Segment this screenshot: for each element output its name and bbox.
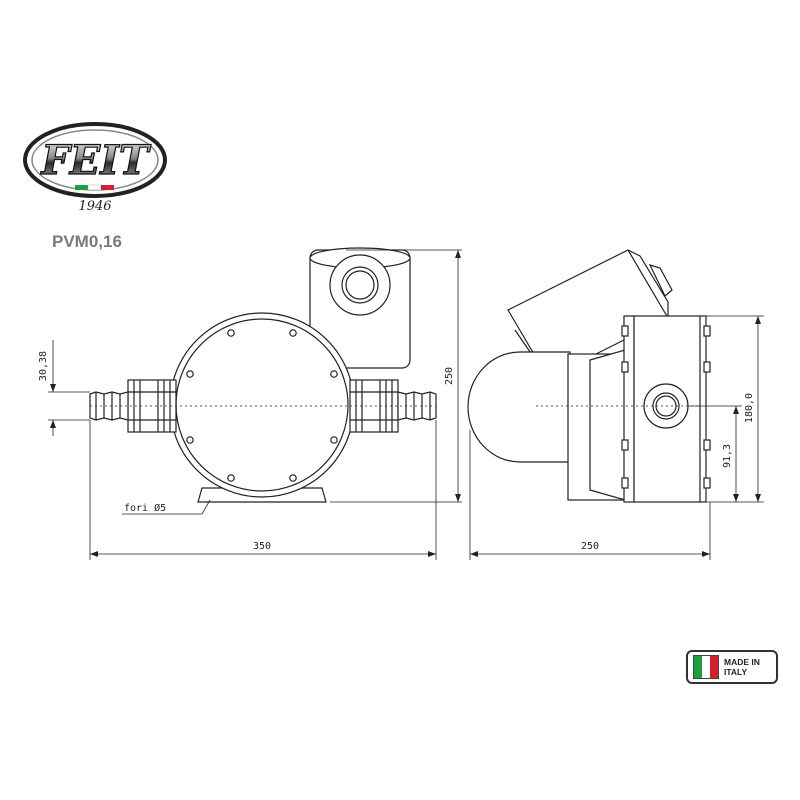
feit-logo: FEIT 1946 — [23, 122, 167, 214]
front-view — [89, 247, 437, 503]
dim-side-width: 250 — [581, 541, 599, 552]
logo-year: 1946 — [78, 199, 111, 214]
italy-flag-icon — [693, 655, 719, 679]
flag-white — [702, 656, 710, 678]
flag-red — [710, 656, 718, 678]
badge-text: MADE IN ITALY — [724, 657, 760, 677]
badge-line1: MADE IN — [724, 657, 760, 667]
made-in-italy-badge: MADE IN ITALY — [686, 650, 778, 684]
flag-green — [694, 656, 702, 678]
dim-front-width: 350 — [253, 541, 271, 552]
badge-line2: ITALY — [724, 667, 748, 677]
model-title: PVM0,16 — [52, 232, 122, 251]
side-view — [467, 249, 711, 503]
dim-side-height: 180,0 — [744, 393, 755, 423]
dim-front-height: 250 — [444, 367, 455, 385]
dim-axis-height: 91,3 — [722, 444, 733, 468]
dim-holes: fori Ø5 — [124, 502, 166, 514]
logo-brand: FEIT — [40, 137, 152, 184]
dim-hose-diameter: 30,38 — [38, 351, 49, 381]
